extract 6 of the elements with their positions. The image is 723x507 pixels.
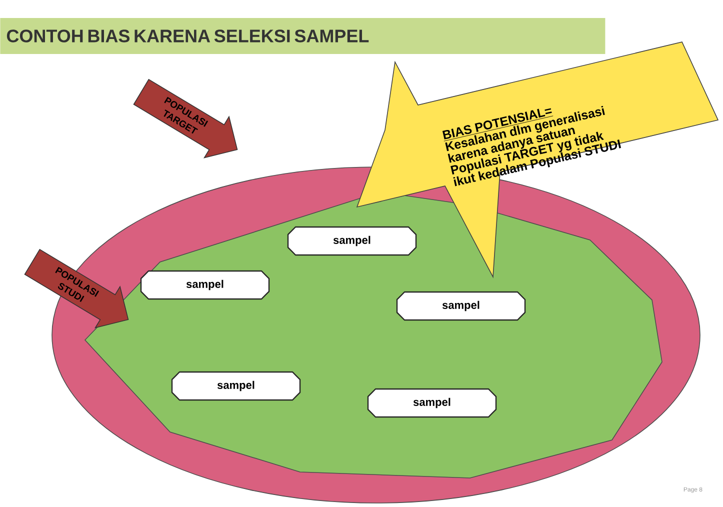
sample-box: sampel <box>140 270 270 300</box>
sample-box: sampel <box>171 371 301 401</box>
title-banner: CONTOH BIAS KARENA SELEKSI SAMPEL <box>0 18 606 54</box>
sample-box: sampel <box>396 291 526 321</box>
sample-box: sampel <box>287 226 417 256</box>
sample-box: sampel <box>367 388 497 418</box>
